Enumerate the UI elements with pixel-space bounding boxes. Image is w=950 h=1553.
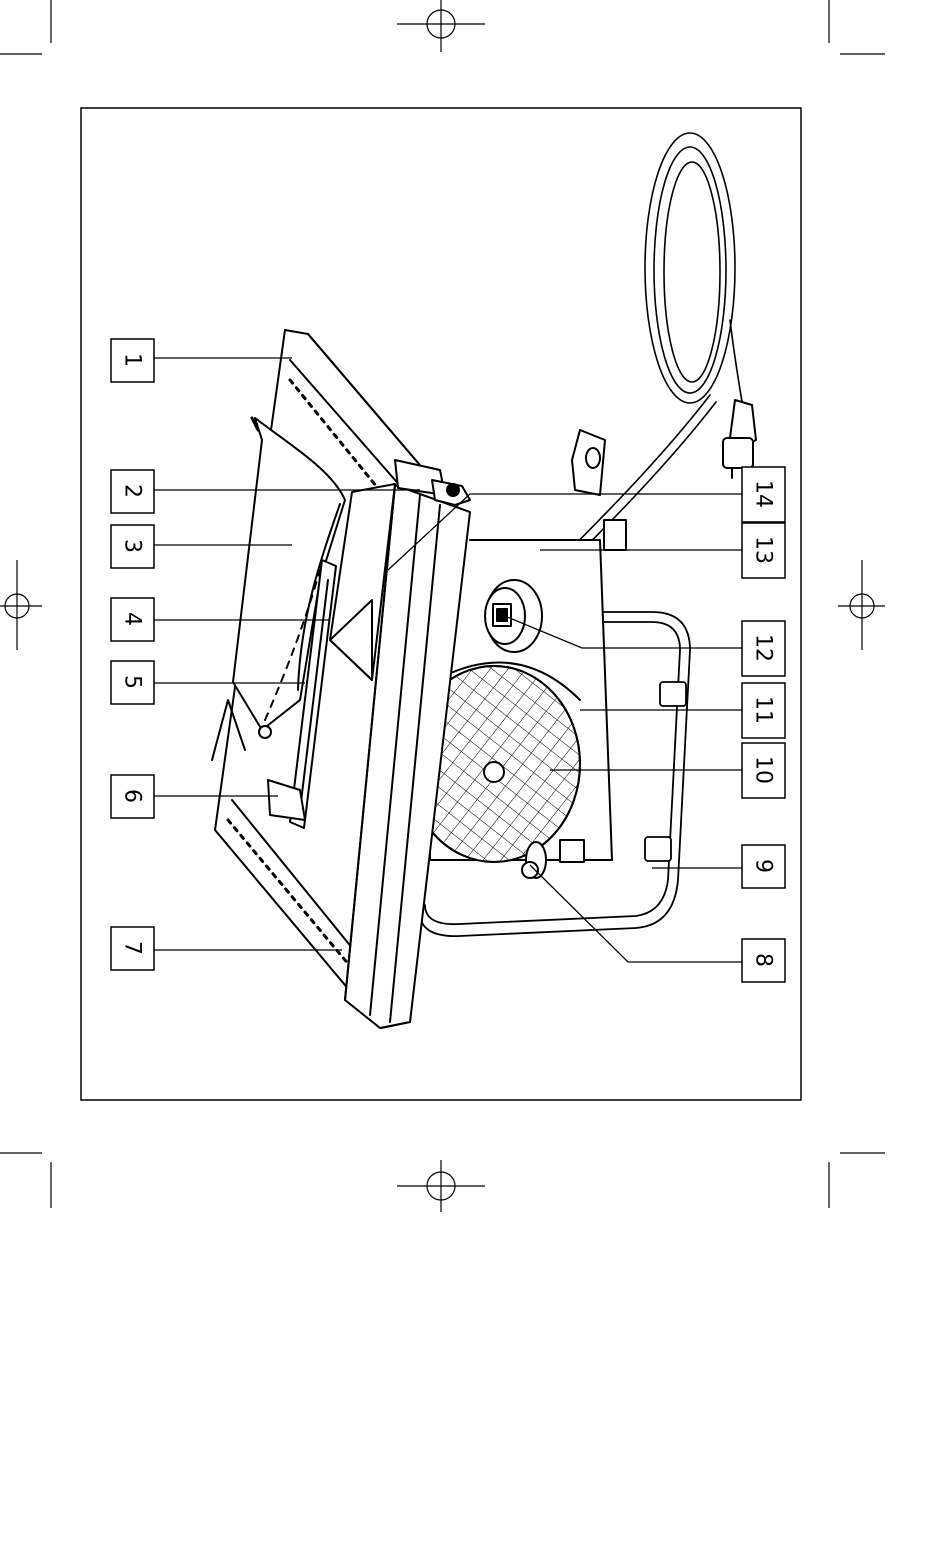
svg-text:12: 12 [751,634,776,662]
svg-text:11: 11 [751,696,776,724]
registration-mark-top [397,0,485,52]
callout-13: 13 [742,523,785,578]
callout-5: 5 [111,661,154,704]
callout-1: 1 [111,339,154,382]
callout-14: 14 [742,467,785,522]
svg-text:8: 8 [751,953,776,967]
svg-text:10: 10 [751,756,776,784]
callout-10: 10 [742,743,785,798]
registration-mark-left [0,560,42,650]
saw-drawing [212,133,756,1028]
callout-7: 7 [111,927,154,970]
callout-4: 4 [111,598,154,641]
power-cord [520,133,745,607]
svg-text:6: 6 [120,789,145,803]
callout-11: 11 [742,683,785,738]
svg-text:4: 4 [120,612,145,626]
mount-bracket [572,430,605,495]
svg-text:13: 13 [751,536,776,564]
svg-text:1: 1 [120,353,145,367]
callout-6: 6 [111,775,154,818]
svg-text:2: 2 [120,484,145,498]
svg-text:9: 9 [751,859,776,873]
svg-text:14: 14 [751,480,776,508]
switch [485,580,542,652]
svg-text:3: 3 [120,539,145,553]
registration-mark-bottom [397,1160,485,1212]
callout-12: 12 [742,621,785,676]
svg-text:5: 5 [120,675,145,689]
registration-mark-right [838,560,885,650]
callout-8: 8 [742,939,785,982]
callout-9: 9 [742,845,785,888]
callout-3: 3 [111,525,154,568]
callout-2: 2 [111,470,154,513]
svg-text:7: 7 [120,941,145,955]
